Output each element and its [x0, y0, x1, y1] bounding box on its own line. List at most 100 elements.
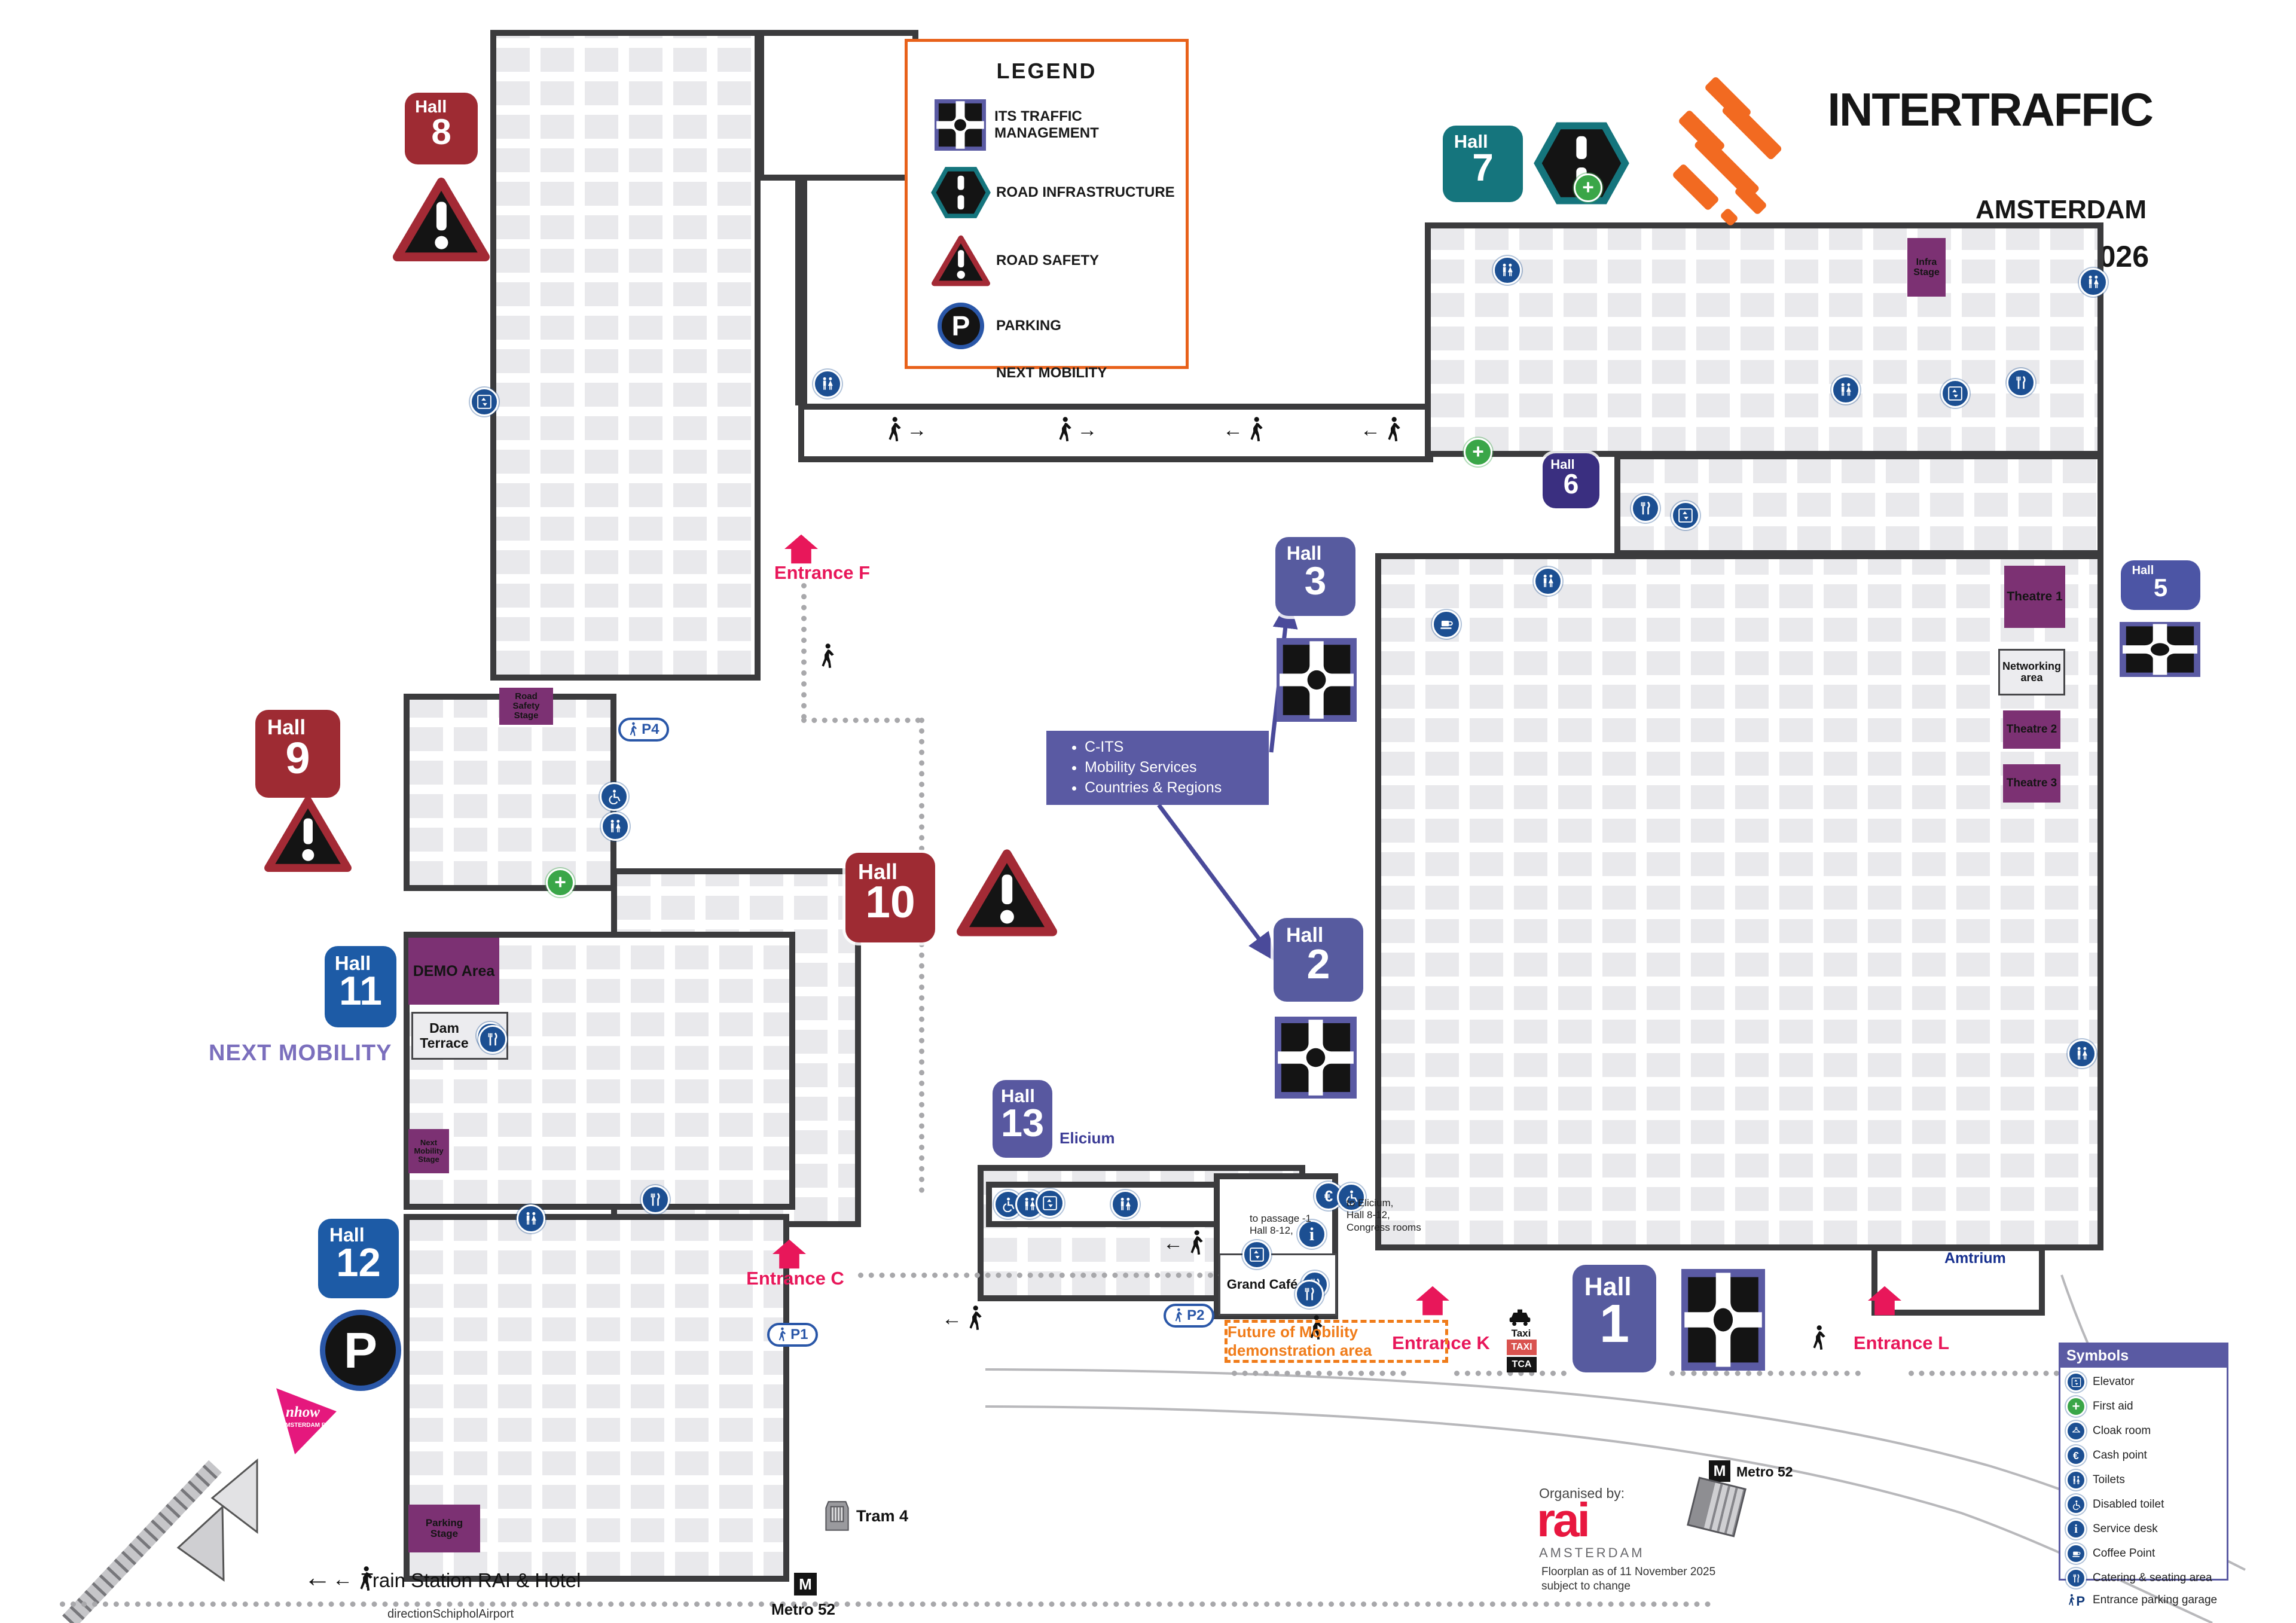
cloak-room-icon: [2066, 1421, 2086, 1441]
metro-bottom-label: Metro 52: [771, 1600, 835, 1618]
its-traffic-management-icon: [1681, 1268, 1766, 1371]
taxi-label: Taxi: [1511, 1328, 1531, 1339]
future-mobility-area: Future of Mobility demonstration area: [1225, 1320, 1448, 1363]
hall-word: Hall: [329, 1224, 365, 1246]
legend-item-label: PARKING: [996, 318, 1061, 334]
legend-item-label: ITS TRAFFIC MANAGEMENT: [994, 108, 1099, 141]
nhow-name: nhow: [286, 1404, 320, 1420]
entrance-l-label: Entrance L: [1853, 1332, 1950, 1353]
symbols-item-label: Disabled toilet: [2093, 1498, 2164, 1511]
amtrium-annex-outline: [1871, 1245, 2045, 1316]
first-aid-icon: +: [2066, 1396, 2086, 1417]
hall-number: 6: [1563, 468, 1579, 499]
entrance-c-label: Entrance C: [746, 1268, 844, 1289]
symbols-item: €Cash point: [2066, 1445, 2227, 1466]
hall-9-outline: [404, 694, 616, 891]
toilets-icon: [813, 370, 842, 398]
cits-item: Countries & Regions: [1085, 778, 1222, 798]
next-mobility-stage-label: Next Mobility Stage: [414, 1137, 444, 1164]
next-mobility-label: NEXT MOBILITY: [209, 1041, 392, 1066]
hall-number: 12: [336, 1240, 381, 1285]
pedestrian-icon: ←: [1223, 416, 1265, 444]
cits-callout: C-ITSMobility ServicesCountries & Region…: [1046, 731, 1269, 805]
hall-word: Hall: [267, 716, 306, 740]
bubble-label: P4: [642, 721, 660, 737]
toilets-icon: [1534, 567, 1562, 596]
dam-terrace-label: Dam Terrace: [420, 1020, 469, 1051]
pedestrian-icon: [1306, 1314, 1324, 1342]
hall-word: Hall: [415, 97, 447, 117]
metro-right-label: Metro 52: [1736, 1464, 1793, 1479]
pedestrian-route: [858, 1273, 1224, 1278]
pedestrian-route: [60, 1601, 1711, 1607]
bubble-label: P1: [790, 1326, 808, 1343]
hall-word: Hall: [1001, 1085, 1035, 1107]
service-desk-icon: i: [2066, 1519, 2086, 1539]
pedestrian-icon: [818, 643, 836, 670]
symbols-item: Toilets: [2066, 1470, 2227, 1490]
parking-garage-bubble-p1: P1: [767, 1323, 818, 1347]
symbols-item-label: Elevator: [2093, 1375, 2135, 1388]
train-direction-label: directionSchipholAirport: [387, 1607, 514, 1621]
theatre-1: Theatre 1: [2004, 566, 2065, 628]
halls-1-5-outline: [1375, 553, 2103, 1250]
pedestrian-icon: ←: [942, 1305, 984, 1332]
toilets-icon: [1111, 1190, 1140, 1219]
coffee-point-icon: [2066, 1543, 2086, 1564]
catering-icon: [478, 1025, 507, 1054]
hall-number: 8: [431, 112, 451, 152]
hall-number: 11: [339, 968, 382, 1014]
road-safety-stage: Road Safety Stage: [499, 688, 553, 725]
hall-number: 1: [1599, 1294, 1630, 1354]
toilets-icon: [2068, 1039, 2096, 1068]
tram-icon: [825, 1498, 850, 1535]
legend-title: LEGEND: [996, 59, 1097, 83]
hall-number: 10: [865, 877, 915, 927]
theatre-2-label: Theatre 2: [2006, 722, 2057, 736]
catering-icon: [641, 1185, 670, 1214]
metro-icon: M: [1709, 1460, 1730, 1482]
tram-label: Tram 4: [856, 1507, 909, 1525]
parking-icon: P: [926, 303, 996, 349]
floorplan-note-2: subject to change: [1541, 1580, 1631, 1593]
demo-area-label: DEMO Area: [413, 962, 495, 980]
hall-word: Hall: [2132, 563, 2154, 577]
road-safety-icon: [263, 797, 353, 872]
pedestrian-route: [919, 718, 924, 1193]
theatre-3: Theatre 3: [2003, 764, 2060, 803]
elevator-icon: [2066, 1372, 2086, 1392]
hall-number: 2: [1306, 941, 1330, 987]
symbols-item: Disabled toilet: [2066, 1494, 2227, 1515]
west-wall-outline: [795, 179, 807, 405]
event-title: INTERTRAFFIC: [1827, 83, 2154, 136]
parking-stage: Parking Stage: [408, 1505, 480, 1552]
firstaid-icon: +: [1464, 438, 1492, 466]
taxi-sign: TAXI: [1507, 1340, 1537, 1355]
symbols-item-label: First aid: [2093, 1400, 2133, 1413]
hall-word: Hall: [1286, 923, 1324, 947]
direction-note: to Elicium,Hall 8-12,Congress rooms: [1347, 1197, 1421, 1233]
symbols-item: Elevator: [2066, 1372, 2227, 1392]
amtrium-label: Amtrium: [1944, 1250, 2006, 1267]
grand-cafe-label: Grand Café: [1226, 1277, 1298, 1292]
left-arrow-icon: ←: [304, 1561, 331, 1593]
pedestrian-icon: ←: [332, 1566, 374, 1593]
road-safety-stage-label: Road Safety Stage: [512, 691, 540, 721]
elevator-icon: [470, 388, 499, 416]
metro-icon: M: [794, 1573, 817, 1595]
road-infrastructure-icon: [926, 166, 996, 219]
legend-item-label: ROAD SAFETY: [996, 252, 1100, 269]
elevator-icon: [1242, 1240, 1271, 1269]
rai-logo: rai: [1537, 1493, 1590, 1546]
symbols-item: Coffee Point: [2066, 1543, 2227, 1564]
hall-word: Hall: [858, 859, 898, 884]
